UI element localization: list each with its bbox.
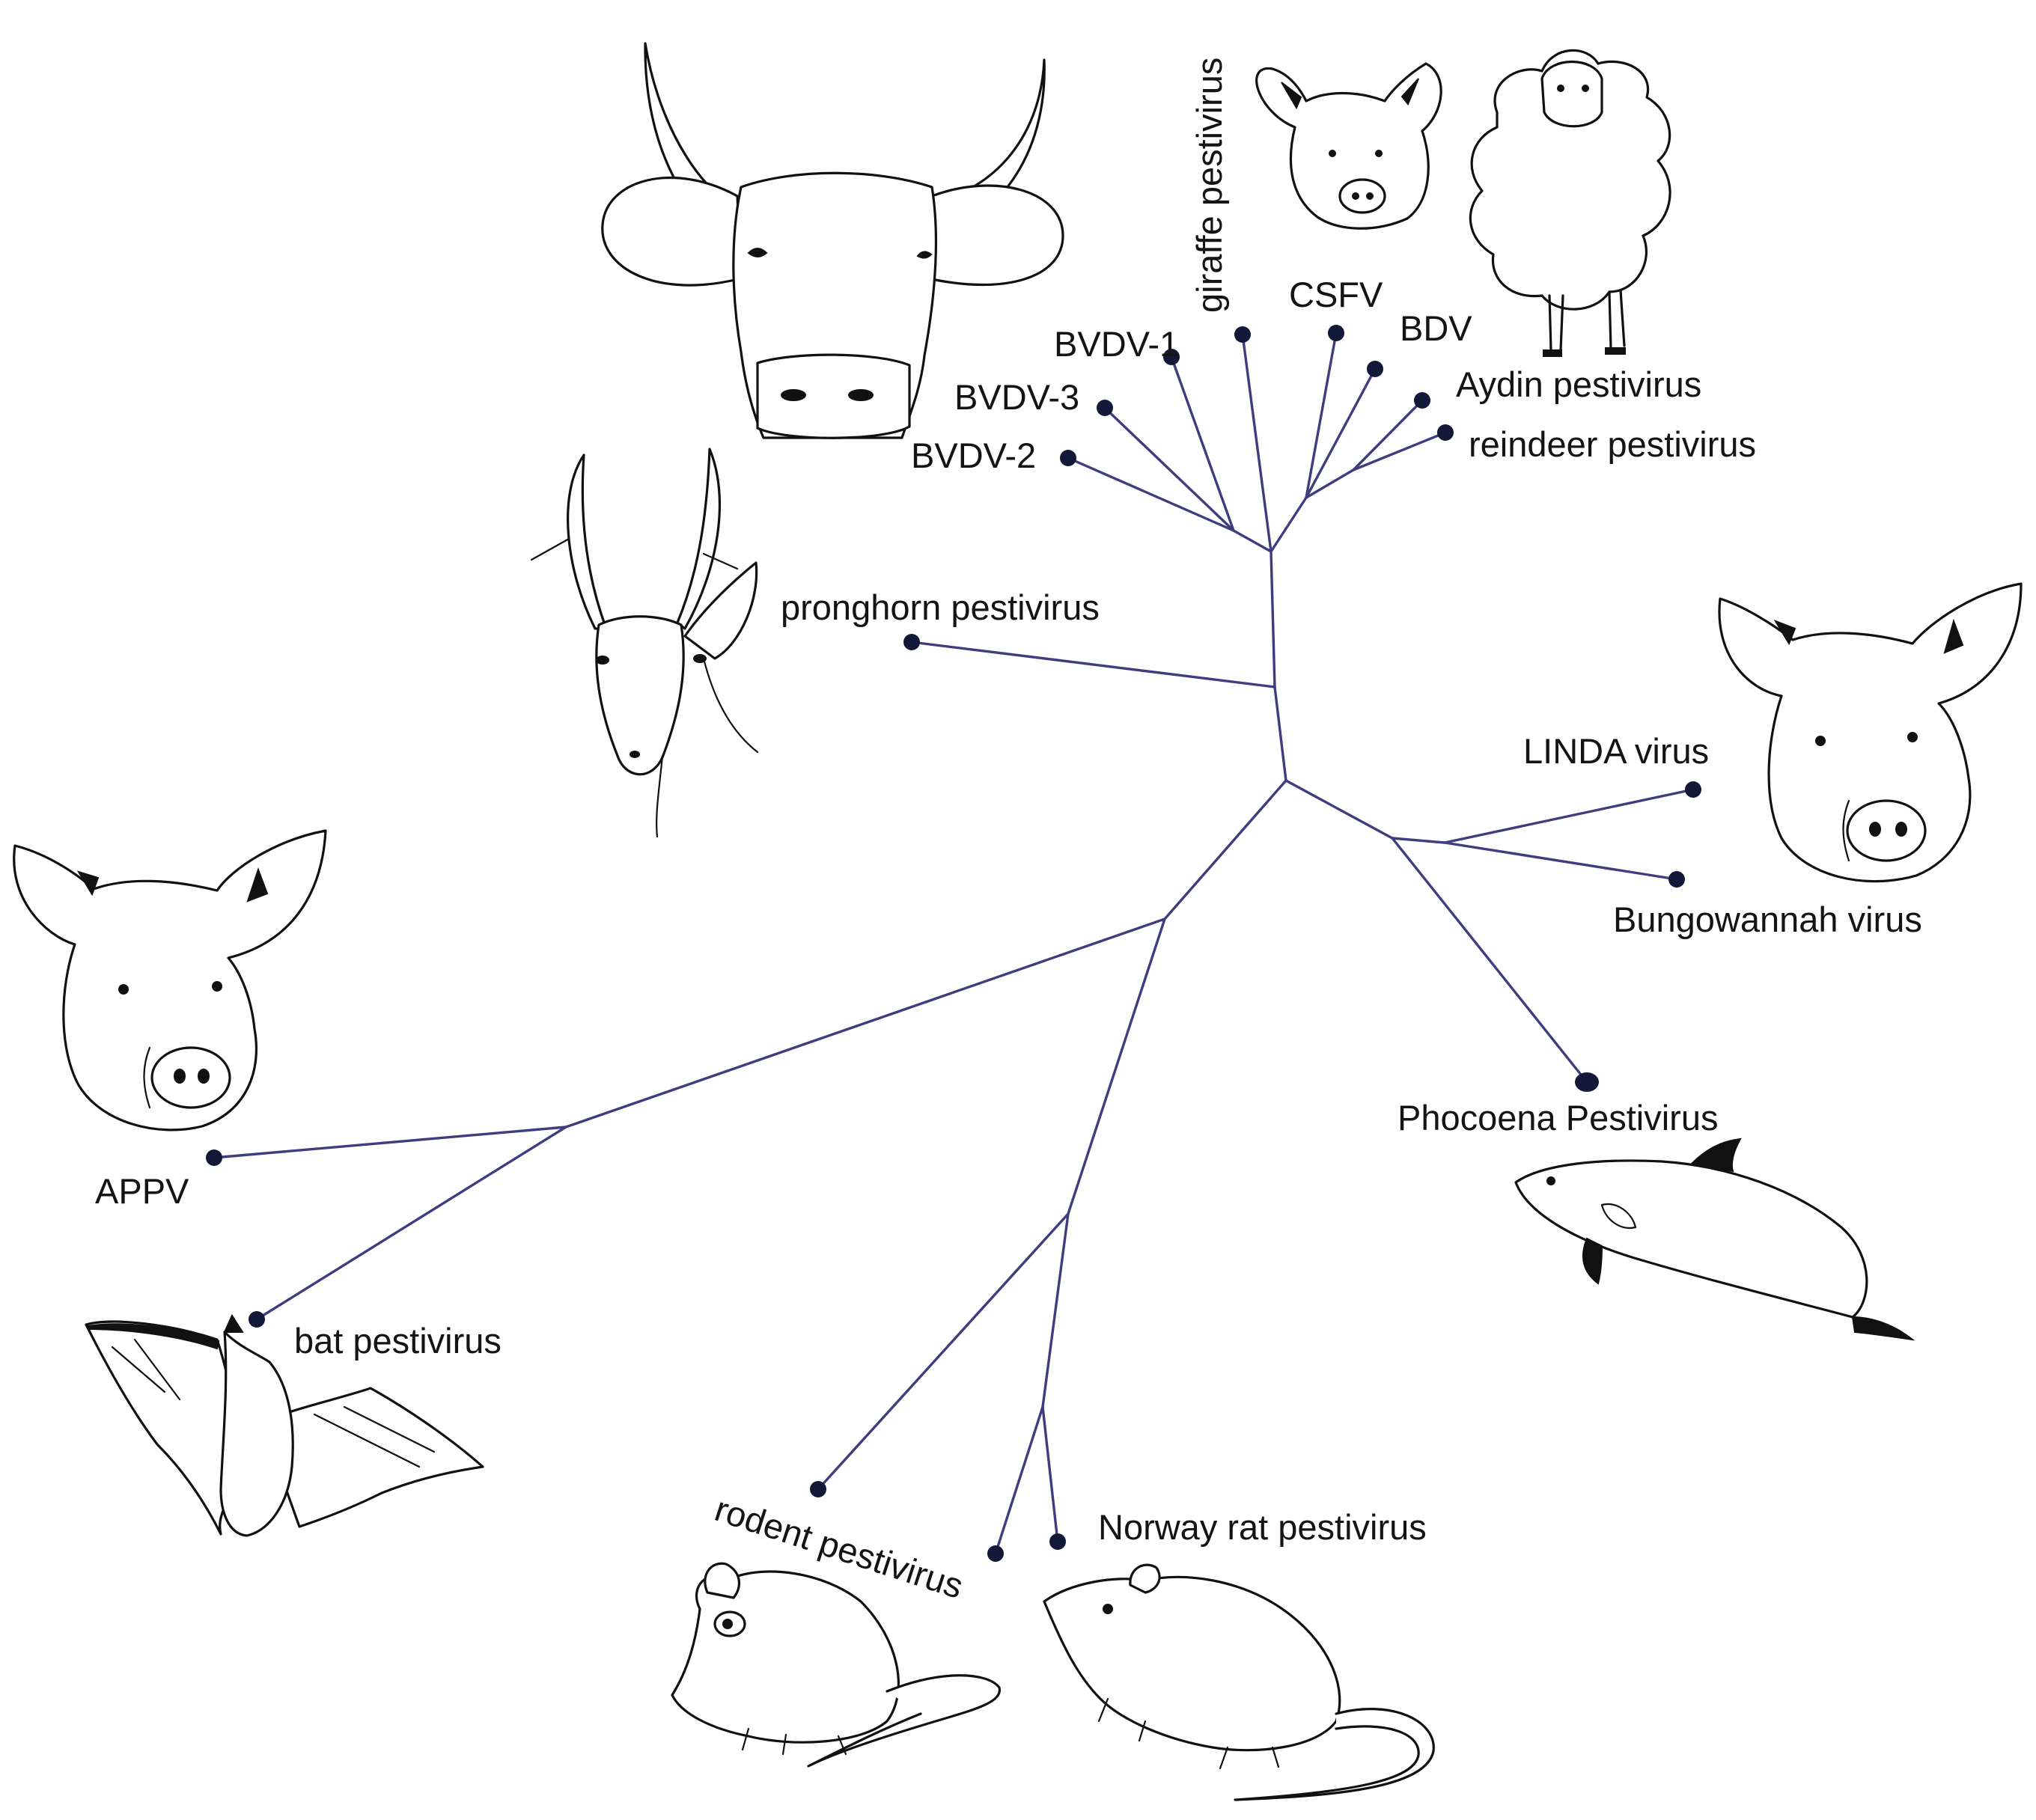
branch-rat-pair xyxy=(1041,1212,1070,1408)
branch-bdv xyxy=(1305,367,1377,499)
tree-tips xyxy=(206,325,1701,1562)
label-norway-rat: Norway rat pestivirus xyxy=(1098,1507,1427,1547)
label-bvdv1: BVDV-1 xyxy=(1054,324,1179,364)
tree-labels: BVDV-1 BVDV-3 BVDV-2 giraffe pestivirus … xyxy=(95,58,1922,1606)
tip-phocoena xyxy=(1575,1072,1599,1092)
branch-left-clade xyxy=(1163,779,1287,920)
branch-norway-rat xyxy=(1041,1405,1059,1543)
branch-root-spine xyxy=(1270,550,1287,782)
pig-head-right-illustration xyxy=(1718,582,2023,883)
cow-illustration xyxy=(601,42,1064,439)
branch-appv xyxy=(213,1126,567,1159)
tip-rodent xyxy=(810,1481,826,1497)
branch-csfv-bdv-cluster xyxy=(1270,496,1308,553)
label-pronghorn: pronghorn pestivirus xyxy=(781,587,1100,627)
tip-norway-rat xyxy=(1049,1533,1066,1550)
branch-bungowannah xyxy=(1443,841,1678,881)
tip-giraffe xyxy=(1234,326,1251,343)
branch-bvdv3 xyxy=(1103,406,1235,532)
branch-appv-bat xyxy=(564,917,1166,1129)
branch-bvdv-cluster xyxy=(1232,529,1272,553)
branch-linda xyxy=(1443,788,1695,844)
branch-linda-bungo xyxy=(1391,837,1446,844)
tip-bdv xyxy=(1367,361,1383,377)
branch-giraffe xyxy=(1241,333,1272,553)
branch-bat xyxy=(255,1126,567,1321)
tip-appv xyxy=(206,1149,222,1166)
bat-illustration xyxy=(85,1313,484,1537)
label-linda: LINDA virus xyxy=(1523,731,1709,771)
branch-right-clade xyxy=(1284,779,1394,840)
tip-aydin xyxy=(1414,392,1430,409)
tip-linda xyxy=(1685,781,1701,798)
tip-rodent2 xyxy=(987,1545,1004,1562)
label-giraffe: giraffe pestivirus xyxy=(1189,58,1229,313)
label-aydin: Aydin pestivirus xyxy=(1456,364,1701,404)
tip-bvdv1 xyxy=(1163,349,1180,365)
branch-phocoena xyxy=(1391,837,1588,1084)
label-appv: APPV xyxy=(95,1171,189,1211)
tip-csfv xyxy=(1328,325,1344,341)
tip-pronghorn xyxy=(903,634,920,650)
pig-head-small-illustration xyxy=(1255,62,1442,230)
tree-branches xyxy=(213,332,1695,1555)
label-csfv: CSFV xyxy=(1289,275,1383,314)
branch-bvdv1 xyxy=(1170,355,1235,532)
label-bat: bat pestivirus xyxy=(294,1321,502,1361)
branch-pronghorn xyxy=(910,641,1276,688)
branch-aydin xyxy=(1352,399,1424,471)
branch-rodent-clade xyxy=(1067,917,1166,1215)
branch-aydin-reindeer xyxy=(1305,468,1355,499)
tip-bat xyxy=(249,1311,265,1328)
branch-reindeer xyxy=(1352,431,1447,471)
rat-illustration xyxy=(1043,1563,1435,1801)
pig-head-left-illustration xyxy=(13,829,327,1132)
branch-bvdv2 xyxy=(1067,456,1235,532)
label-bvdv3: BVDV-3 xyxy=(954,377,1079,417)
branch-rodent2 xyxy=(994,1405,1044,1555)
label-bungowannah: Bungowannah virus xyxy=(1613,900,1922,939)
pronghorn-illustration xyxy=(530,448,759,838)
tip-bvdv2 xyxy=(1060,450,1076,466)
label-phocoena: Phocoena Pestivirus xyxy=(1398,1098,1718,1138)
gerbil-illustration xyxy=(671,1562,1001,1768)
label-bdv: BDV xyxy=(1400,308,1472,348)
branch-csfv xyxy=(1305,332,1338,499)
tip-reindeer xyxy=(1437,424,1454,441)
tip-bvdv3 xyxy=(1097,400,1113,416)
tip-bungowannah xyxy=(1668,871,1685,888)
label-reindeer: reindeer pestivirus xyxy=(1469,424,1756,464)
branch-rodent xyxy=(817,1212,1070,1491)
porpoise-illustration xyxy=(1514,1138,1915,1341)
label-bvdv2: BVDV-2 xyxy=(911,436,1036,475)
sheep-illustration xyxy=(1469,49,1671,357)
